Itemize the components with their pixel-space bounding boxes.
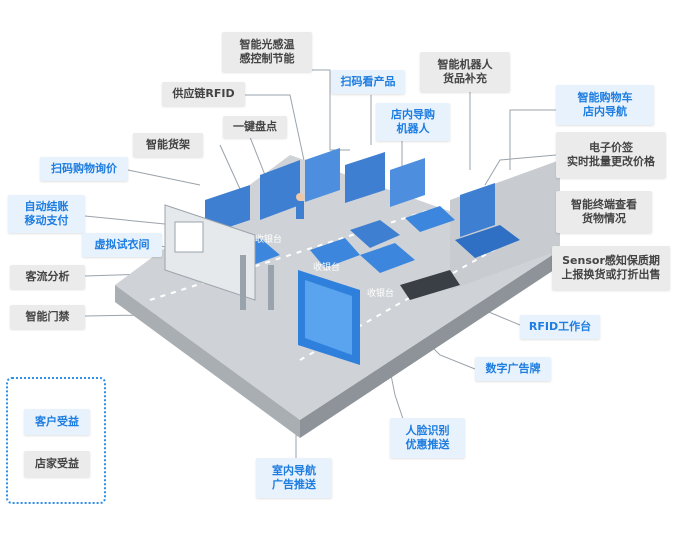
label-esl-pricing: 电子价签实时批量更改价格	[556, 132, 666, 178]
label-smart-shelf: 智能货架	[133, 133, 203, 157]
floor-side-right	[300, 250, 560, 438]
label-face-recognition: 人脸识别优惠推送	[390, 418, 465, 458]
label-one-click-inventory: 一键盘点	[223, 116, 287, 138]
label-rfid-workbench: RFID工作台	[520, 315, 600, 339]
kiosk	[268, 265, 274, 310]
label-customer-flow: 客流分析	[10, 265, 85, 289]
walkway	[299, 234, 521, 361]
label-scan-product: 扫码看产品	[331, 70, 405, 94]
label-scan-price-inquiry: 扫码购物询价	[40, 157, 128, 181]
label-smart-cart-nav: 智能购物车店内导航	[556, 85, 654, 125]
cashier-screen: 收银台	[313, 261, 340, 273]
label-store-nav-robot: 店内导购机器人	[376, 103, 450, 141]
label-smart-terminal-stock: 智能终端查看货物情况	[556, 191, 652, 233]
staff-person-body	[296, 201, 304, 219]
label-sensor-expiry: Sensor感知保质期上报换货或打折出售	[552, 246, 670, 290]
label-supply-chain-rfid: 供应链RFID	[162, 82, 245, 106]
cashier-screen: 收银台	[255, 233, 282, 245]
label-robot-restock: 智能机器人货品补充	[420, 52, 510, 92]
cashier-screen: 收银台	[367, 287, 394, 299]
label-auto-checkout: 自动结账移动支付	[8, 195, 85, 233]
legend-customer: 客户受益	[24, 409, 90, 435]
staff-person	[296, 193, 304, 201]
label-digital-signage: 数字广告牌	[475, 357, 551, 381]
legend: 客户受益 店家受益	[6, 377, 106, 504]
label-smart-access: 智能门禁	[10, 305, 85, 329]
legend-merchant: 店家受益	[24, 451, 90, 477]
label-indoor-nav-ads: 室内导航广告推送	[256, 458, 332, 498]
label-smart-light-temp: 智能光感温感控制节能	[222, 32, 312, 72]
label-virtual-fitting: 虚拟试衣间	[82, 233, 162, 257]
kiosk	[240, 255, 246, 310]
billboard-screen	[305, 280, 352, 355]
floor-side-left	[115, 285, 300, 438]
fitting-mirror	[174, 221, 204, 253]
rfid-workbench	[400, 270, 460, 300]
